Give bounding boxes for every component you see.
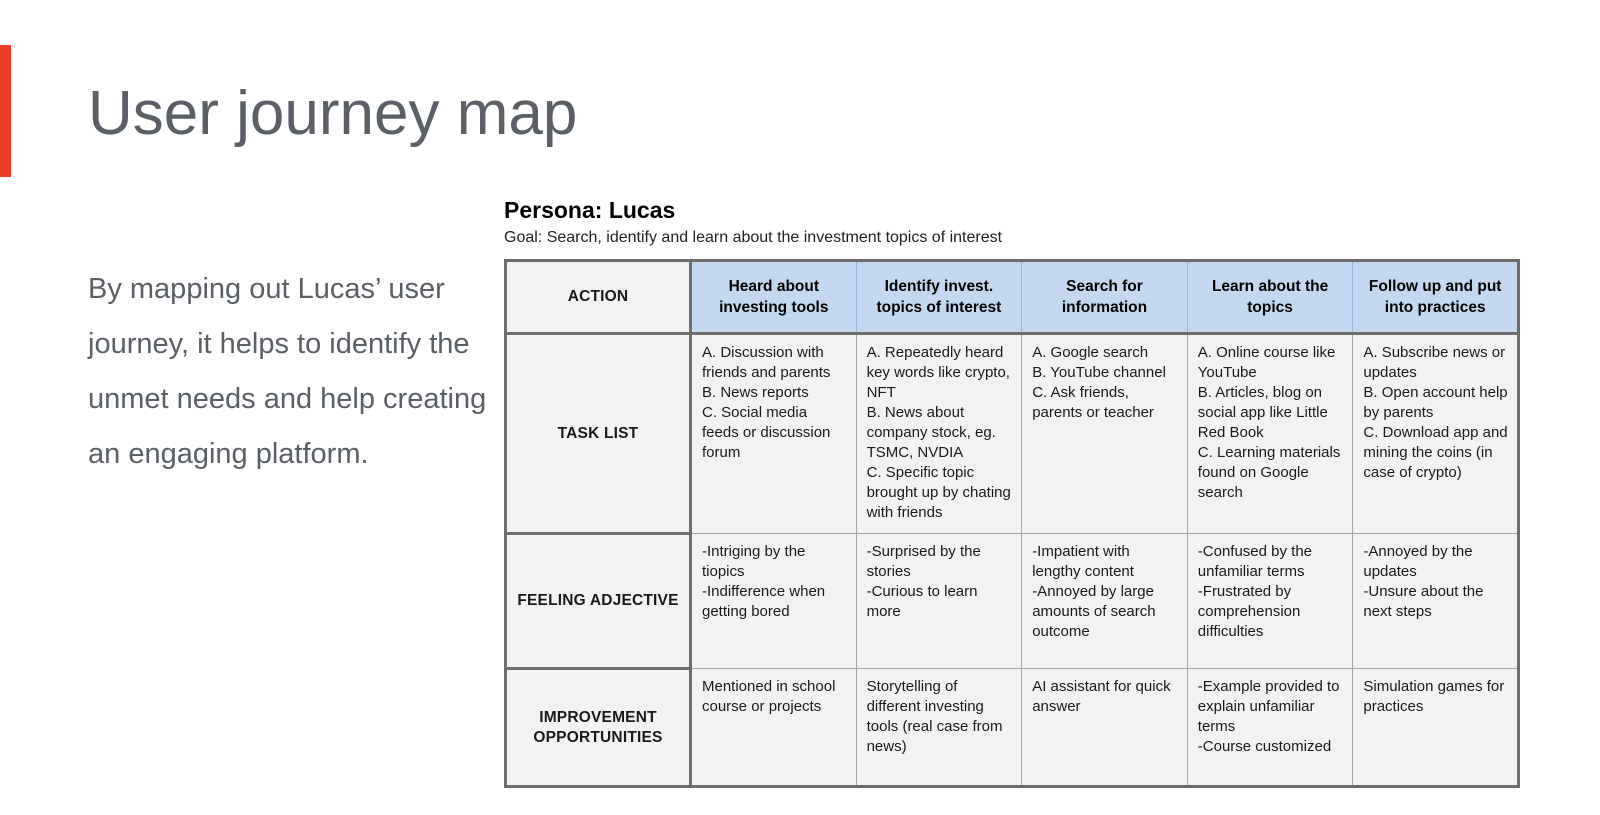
table-row-task-list: TASK LIST A. Discussion with friends and… bbox=[504, 332, 1520, 535]
cell-improvement-2: Storytelling of different investing tool… bbox=[855, 668, 1023, 788]
slide-body-paragraph: By mapping out Lucas’ user journey, it h… bbox=[88, 273, 487, 470]
persona-title: Persona: Lucas bbox=[504, 197, 676, 223]
stage-header-4: Learn about the topics bbox=[1186, 259, 1354, 335]
persona-block: Persona: Lucas Goal: Search, identify an… bbox=[504, 196, 1524, 249]
row-label-feeling-adjective: FEELING ADJECTIVE bbox=[504, 532, 692, 670]
stage-header-2: Identify invest. topics of interest bbox=[855, 259, 1023, 335]
cell-feeling-1: -Intriging by the tiopics-Indifference w… bbox=[690, 533, 857, 669]
red-accent-bar bbox=[0, 45, 11, 177]
cell-feeling-4: -Confused by the unfamiliar terms-Frustr… bbox=[1186, 533, 1354, 669]
cell-task-list-2: A. Repeatedly heard key words like crypt… bbox=[855, 333, 1023, 534]
header-corner-action-label: ACTION bbox=[504, 259, 692, 335]
stage-header-1: Heard about investing tools bbox=[690, 259, 857, 335]
cell-improvement-3: AI assistant for quick answer bbox=[1021, 668, 1188, 788]
cell-improvement-1: Mentioned in school course or projects bbox=[690, 668, 857, 788]
row-label-task-list: TASK LIST bbox=[504, 332, 692, 535]
table-row-feeling-adjective: FEELING ADJECTIVE -Intriging by the tiop… bbox=[504, 532, 1520, 670]
stage-header-3: Search for information bbox=[1021, 259, 1188, 335]
user-journey-table: ACTION Heard about investing tools Ident… bbox=[504, 259, 1520, 788]
cell-improvement-5: Simulation games for practices bbox=[1352, 668, 1520, 788]
cell-feeling-2: -Surprised by the stories-Curious to lea… bbox=[855, 533, 1023, 669]
table-header-row: ACTION Heard about investing tools Ident… bbox=[504, 259, 1520, 335]
cell-feeling-5: -Annoyed by the updates-Unsure about the… bbox=[1352, 533, 1520, 669]
row-label-improvement-opportunities: IMPROVEMENT OPPORTUNITIES bbox=[504, 667, 692, 788]
page-title: User journey map bbox=[88, 79, 578, 148]
persona-goal: Goal: Search, identify and learn about t… bbox=[504, 229, 1003, 246]
cell-improvement-4: -Example provided to explain unfamiliar … bbox=[1186, 668, 1354, 788]
stage-header-5: Follow up and put into practices bbox=[1352, 259, 1520, 335]
table-row-improvement-opportunities: IMPROVEMENT OPPORTUNITIES Mentioned in s… bbox=[504, 667, 1520, 788]
journey-table-body: ACTION Heard about investing tools Ident… bbox=[504, 259, 1520, 788]
cell-feeling-3: -Impatient with lengthy content-Annoyed … bbox=[1021, 533, 1188, 669]
